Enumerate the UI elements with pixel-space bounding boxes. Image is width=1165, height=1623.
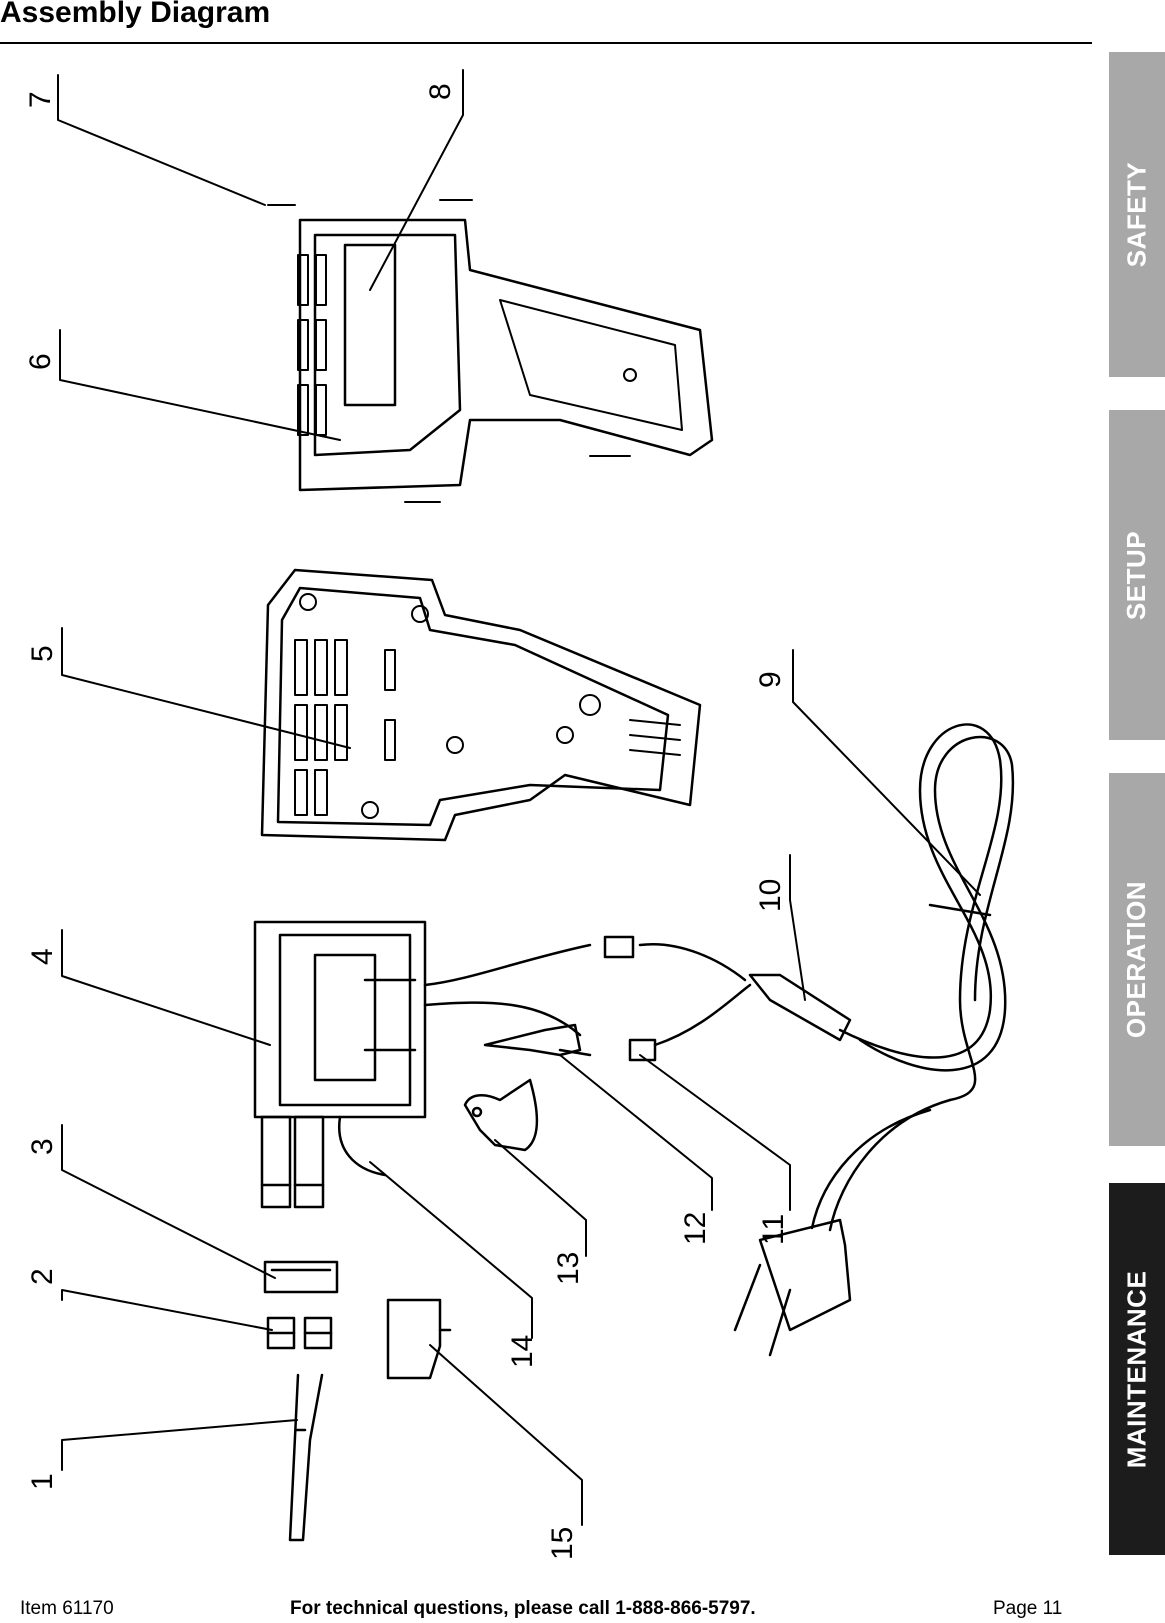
leader-lines xyxy=(57,69,981,1526)
assembly-diagram: 1 2 3 4 5 6 7 8 9 10 11 12 13 14 15 xyxy=(24,69,1015,1560)
page-title: Assembly Diagram xyxy=(0,0,271,29)
callout-10: 10 xyxy=(754,879,787,912)
part-switch xyxy=(483,1023,592,1057)
tab-setup[interactable]: SETUP xyxy=(1109,410,1165,740)
footer-item-number: Item 61170 xyxy=(20,1598,114,1619)
callout-1: 1 xyxy=(26,1473,59,1490)
callout-5: 5 xyxy=(26,645,59,662)
part-power-cord xyxy=(810,723,1015,1232)
callout-9: 9 xyxy=(754,671,787,688)
callout-11: 11 xyxy=(757,1214,790,1245)
tab-maintenance-label: MAINTENANCE xyxy=(1121,1270,1152,1468)
callout-3: 3 xyxy=(26,1138,59,1155)
tab-setup-label: SETUP xyxy=(1121,530,1152,620)
tab-operation[interactable]: OPERATION xyxy=(1109,773,1165,1146)
callout-6: 6 xyxy=(24,353,57,370)
callout-4: 4 xyxy=(26,948,59,965)
part-wire-plug xyxy=(603,935,635,959)
callout-15: 15 xyxy=(546,1527,579,1560)
callout-8: 8 xyxy=(424,83,457,100)
callout-2: 2 xyxy=(26,1268,59,1285)
tab-operation-label: OPERATION xyxy=(1121,880,1152,1039)
part-transformer xyxy=(253,920,592,1209)
part-housing-right xyxy=(267,199,714,503)
tab-safety-label: SAFETY xyxy=(1121,161,1152,268)
footer-page-number: Page 11 xyxy=(993,1598,1063,1619)
callout-13: 13 xyxy=(552,1252,585,1285)
tab-maintenance[interactable]: MAINTENANCE xyxy=(1109,1183,1165,1555)
title-divider xyxy=(0,42,1092,44)
part-strain-relief xyxy=(748,973,852,1042)
part-lead-wire xyxy=(638,942,747,982)
callout-14: 14 xyxy=(506,1335,539,1368)
tab-safety[interactable]: SAFETY xyxy=(1109,52,1165,377)
part-terminal-block xyxy=(263,1260,339,1294)
callout-7: 7 xyxy=(24,91,57,108)
part-connector xyxy=(628,983,752,1062)
part-tip xyxy=(288,1373,324,1542)
part-tip-guard xyxy=(386,1298,452,1380)
part-tip-nuts xyxy=(266,1316,333,1350)
part-trigger xyxy=(463,1078,539,1152)
footer-support-text: For technical questions, please call 1-8… xyxy=(290,1598,756,1619)
callout-12: 12 xyxy=(679,1212,712,1245)
part-power-plug xyxy=(733,1218,852,1357)
part-housing-left xyxy=(260,568,702,842)
